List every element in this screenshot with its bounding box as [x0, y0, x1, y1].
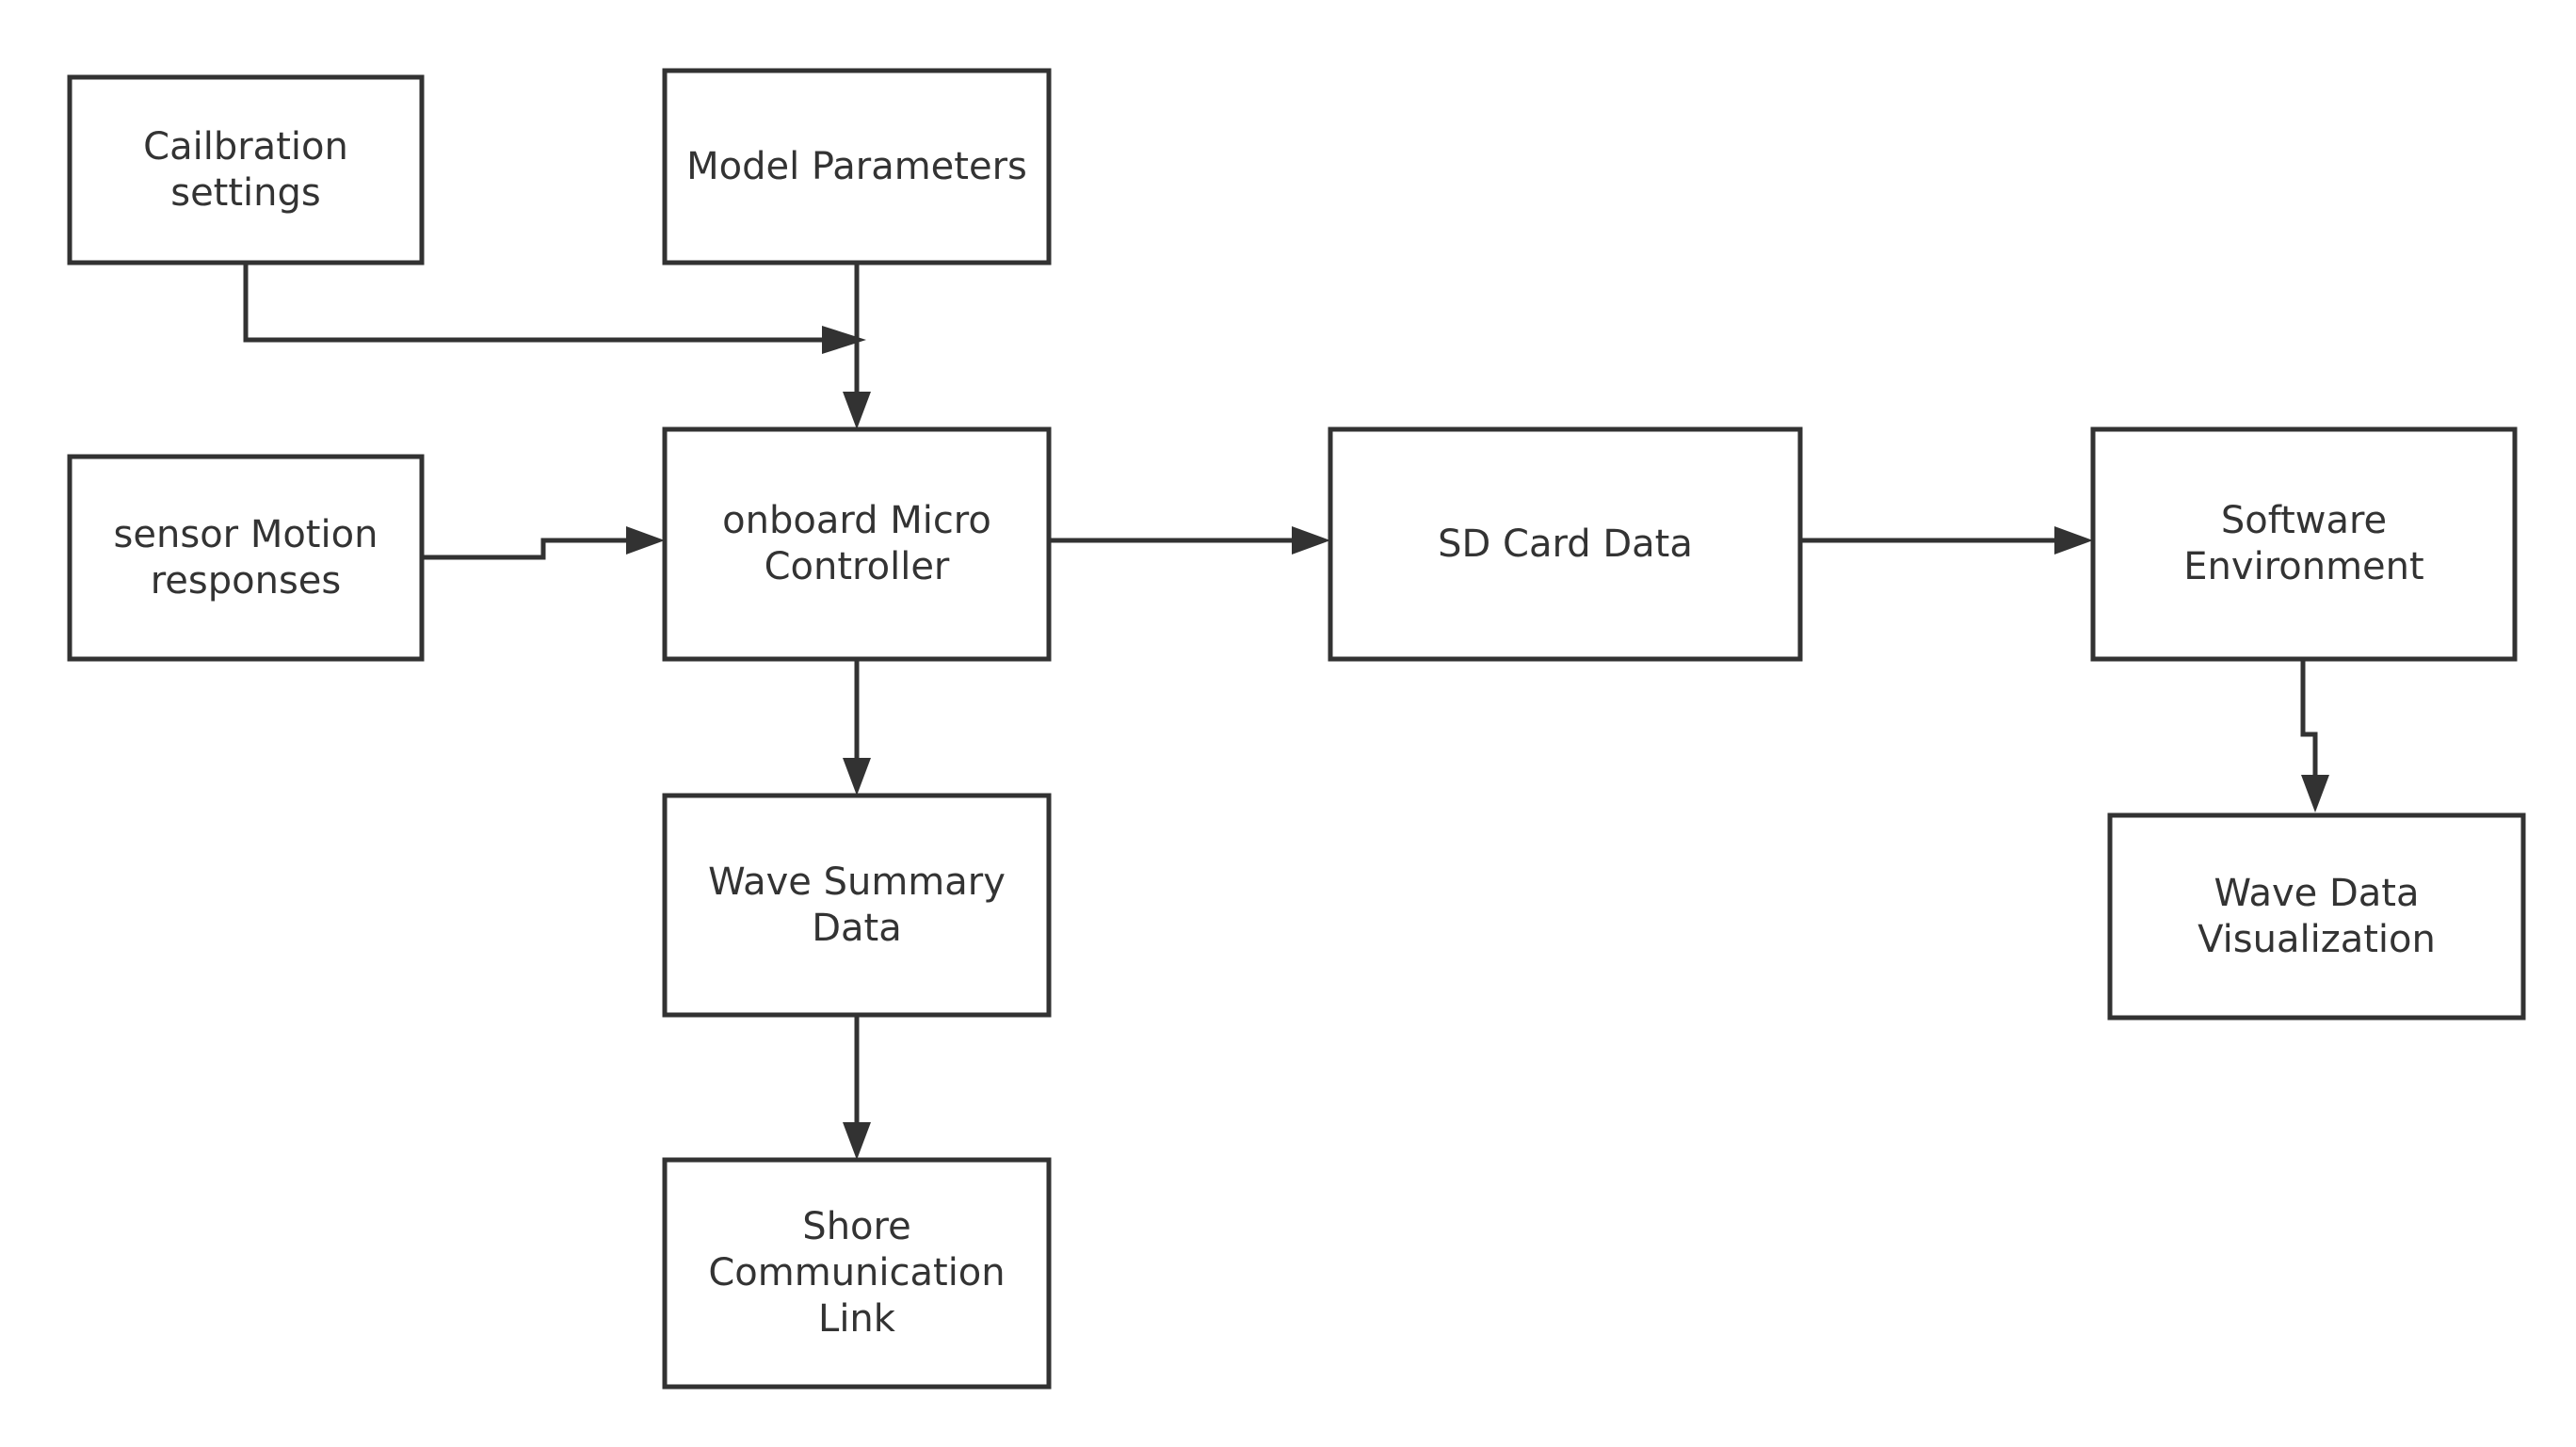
arrowhead-wave-summary [843, 758, 871, 796]
node-boxes [67, 68, 2526, 1390]
shore-label: Shore Communication Link [708, 1205, 1006, 1341]
mcu-box [662, 426, 1052, 662]
sensor-label: sensor Motion responses [113, 512, 378, 603]
wave-summary-label: Wave Summary Data [708, 860, 1006, 950]
arrowhead-shore [843, 1122, 871, 1160]
software-box [2090, 426, 2518, 662]
arrowhead-software [2054, 526, 2093, 555]
model-box [662, 68, 1052, 265]
model-label: Model Parameters [686, 144, 1027, 188]
visualization-box [2107, 812, 2526, 1021]
arrowhead-sd [1292, 526, 1330, 555]
edges [243, 263, 2329, 1160]
edge-sensor-to-mcu [422, 538, 626, 560]
mcu-label: onboard Micro Controller [722, 499, 991, 588]
visualization-label: Wave Data Visualization [2198, 871, 2436, 961]
software-label: Software Environment [2183, 499, 2424, 588]
wave-summary-box [662, 793, 1052, 1018]
sd-label: SD Card Data [1438, 522, 1693, 566]
calibration-label: Cailbration settings [143, 124, 348, 215]
arrowhead-visualization [2301, 775, 2329, 812]
arrowhead-calibration [822, 326, 866, 354]
arrowhead-sensor [626, 526, 665, 555]
sensor-box [67, 454, 425, 662]
edge-software-to-visualization [2300, 659, 2318, 775]
arrowhead-model [843, 392, 871, 429]
shore-box [662, 1157, 1052, 1390]
edge-calibration-to-mcu [243, 263, 829, 343]
sd-box [1328, 426, 1803, 662]
calibration-box [67, 74, 425, 265]
